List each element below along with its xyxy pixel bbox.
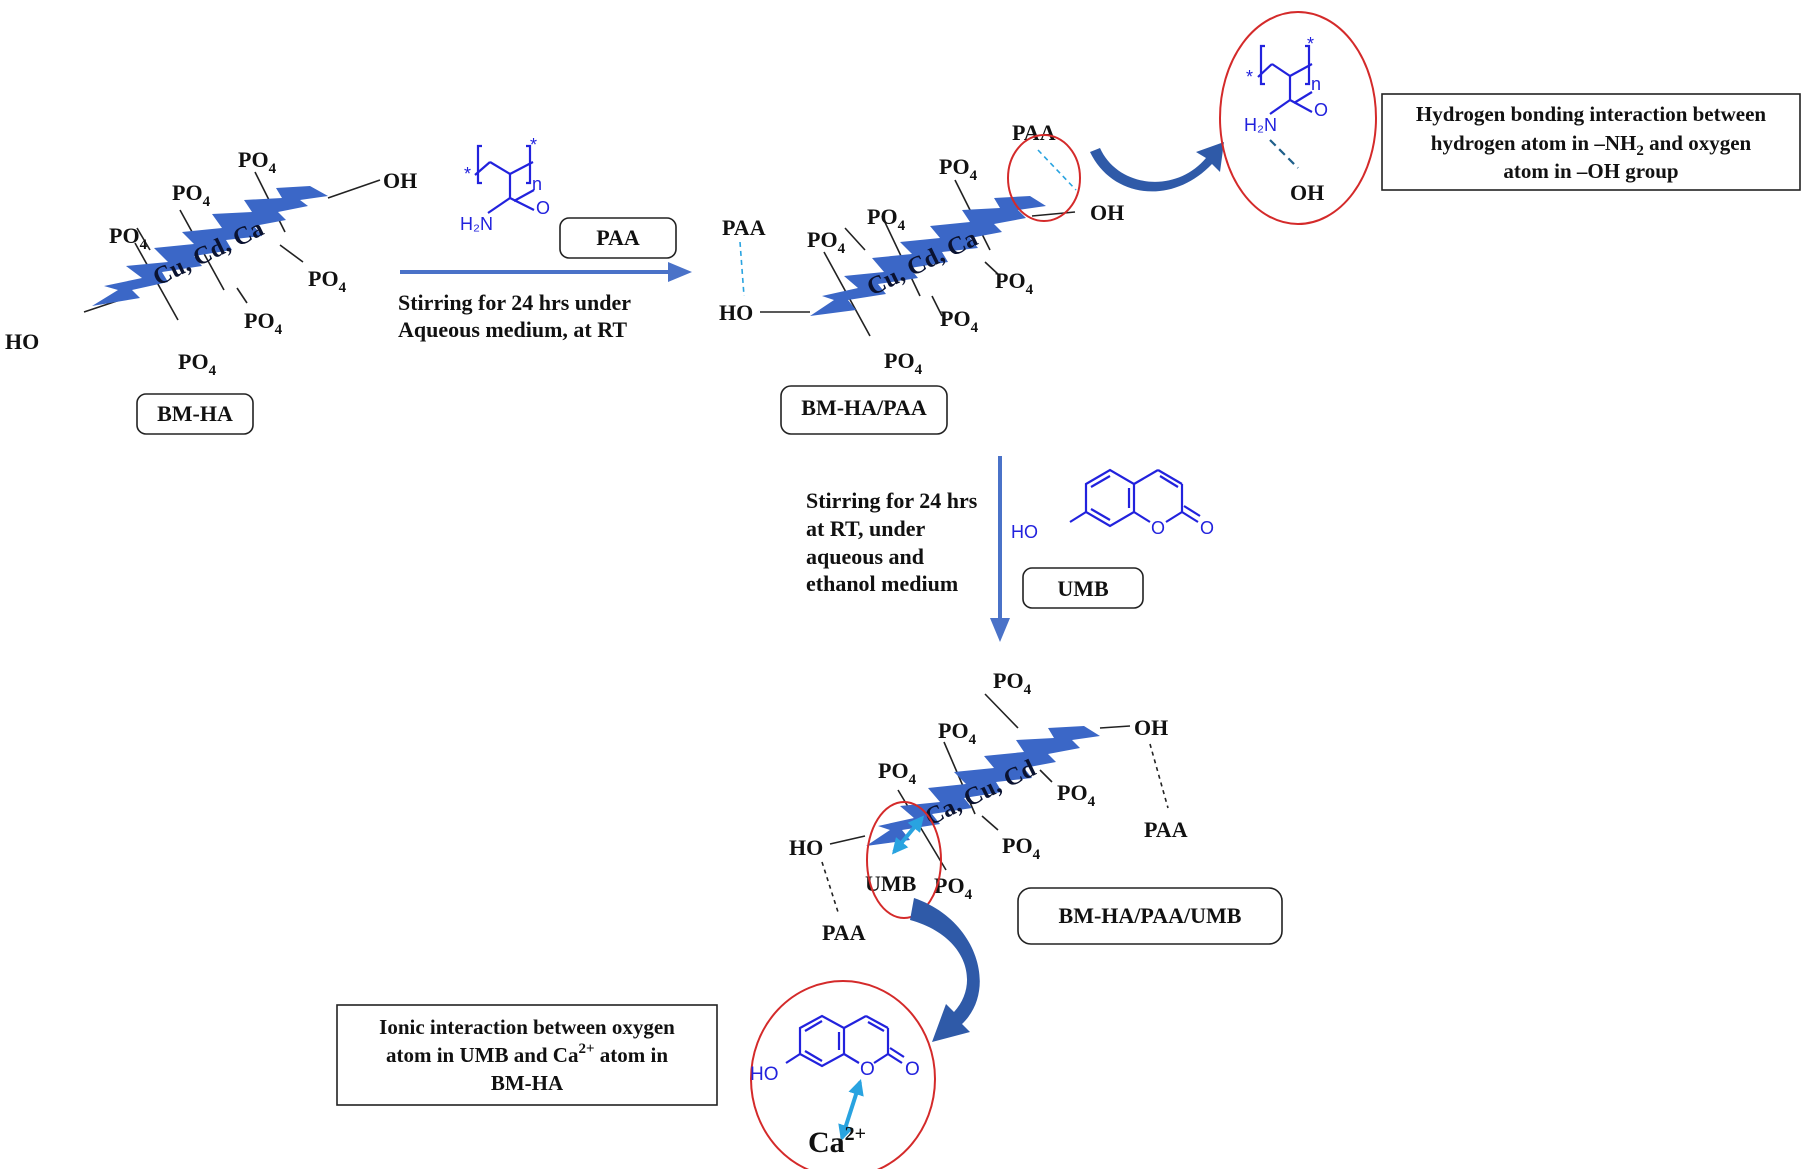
svg-text:*: * xyxy=(464,164,471,184)
step2-line2: at RT, under xyxy=(806,516,925,541)
svg-text:Hydrogen bonding interaction: Hydrogen bonding interaction between xyxy=(1416,102,1767,126)
h-bond-zoom: * * n O H₂N OH xyxy=(1219,11,1377,225)
svg-text:HO: HO xyxy=(1011,522,1038,542)
zoom-circle xyxy=(750,980,936,1169)
svg-text:*: * xyxy=(1307,34,1314,54)
svg-text:O: O xyxy=(905,1059,920,1080)
ionic-note: Ionic interaction between oxygen atom in… xyxy=(336,1004,718,1106)
svg-text:hydrogen atom in –NH2 and oxy: hydrogen atom in –NH2 and oxygen xyxy=(1431,131,1752,159)
po4-label: PO4 xyxy=(244,308,283,338)
svg-text:atom in UMB and Ca2+ atom in: atom in UMB and Ca2+ atom in xyxy=(386,1041,668,1067)
po4-label: PO4 xyxy=(934,873,973,903)
po4-label: PO4 xyxy=(1057,780,1096,810)
svg-text:O: O xyxy=(1151,518,1165,538)
svg-text:O: O xyxy=(1314,100,1328,120)
svg-text:O: O xyxy=(536,198,550,218)
paa-box: PAA xyxy=(559,217,677,259)
step1-line1: Stirring for 24 hrs under xyxy=(398,290,631,315)
po4-label: PO4 xyxy=(867,204,906,234)
po4-label: PO4 xyxy=(807,227,846,257)
curved-arrow-icon xyxy=(1090,142,1224,192)
ho-label: HO xyxy=(789,835,823,860)
paa-label: PAA xyxy=(722,215,766,240)
curved-arrow-icon xyxy=(910,898,980,1042)
umb-box: UMB xyxy=(1022,567,1144,609)
platelet-icon xyxy=(810,196,1046,316)
umb-molecule: O O HO xyxy=(1011,468,1214,542)
po4-label: PO4 xyxy=(178,349,217,379)
bm-ha-label: BM-HA xyxy=(157,401,233,426)
ho-label: HO xyxy=(719,300,753,325)
svg-text:H₂N: H₂N xyxy=(1244,115,1277,135)
svg-text:*: * xyxy=(530,135,537,155)
bm-ha-paa-structure: Cu, Cd, Ca PAA PO4 PO4 PO4 PO4 PO4 PO4 P… xyxy=(719,120,1124,378)
platelet-icon xyxy=(92,186,328,306)
po4-label: PO4 xyxy=(172,180,211,210)
po4-label: PO4 xyxy=(884,348,923,378)
paa-reagent-label: PAA xyxy=(596,225,640,250)
paa-molecule: * * n O H₂N xyxy=(460,135,550,234)
bm-ha-paa-box: BM-HA/PAA xyxy=(780,385,948,435)
bm-ha-paa-umb-label: BM-HA/PAA/UMB xyxy=(1059,903,1242,928)
svg-text:O: O xyxy=(1200,518,1214,538)
bm-ha-paa-label: BM-HA/PAA xyxy=(801,395,927,420)
h-bond-note: Hydrogen bonding interaction between hyd… xyxy=(1381,93,1801,191)
bm-ha-structure: Cu, Cd, Ca PO4 PO4 PO4 PO4 PO4 PO4 OH HO xyxy=(5,147,417,379)
step1-line2: Aqueous medium, at RT xyxy=(398,317,627,342)
svg-text:atom in –OH group: atom in –OH group xyxy=(1503,159,1678,183)
po4-label: PO4 xyxy=(238,147,277,177)
oh-label: OH xyxy=(1090,200,1124,225)
svg-text:OH: OH xyxy=(1290,180,1324,205)
step2-line1: Stirring for 24 hrs xyxy=(806,488,978,513)
po4-label: PO4 xyxy=(109,223,148,253)
ho-label: HO xyxy=(5,329,39,354)
svg-text:*: * xyxy=(1246,67,1253,87)
ionic-zoom: O O HO Ca2+ xyxy=(750,980,936,1169)
paa-label: PAA xyxy=(1012,120,1056,145)
po4-label: PO4 xyxy=(940,306,979,336)
reaction-arrow-2 xyxy=(990,456,1010,642)
po4-label: PO4 xyxy=(995,268,1034,298)
po4-label: PO4 xyxy=(878,758,917,788)
oh-label: OH xyxy=(383,168,417,193)
paa-label: PAA xyxy=(822,920,866,945)
po4-label: PO4 xyxy=(308,266,347,296)
platelet-icon xyxy=(866,726,1100,846)
po4-label: PO4 xyxy=(939,154,978,184)
po4-label: PO4 xyxy=(993,668,1032,698)
svg-text:HO: HO xyxy=(750,1064,779,1085)
svg-text:Ionic interaction between oxyg: Ionic interaction between oxygen xyxy=(379,1015,675,1039)
svg-text:Ca2+: Ca2+ xyxy=(808,1123,866,1159)
highlight-circle xyxy=(866,801,942,919)
po4-label: PO4 xyxy=(938,718,977,748)
reaction-arrow-1 xyxy=(400,262,692,282)
zoom-circle xyxy=(1219,11,1377,225)
po4-label: PO4 xyxy=(1002,833,1041,863)
svg-text:O: O xyxy=(860,1059,875,1080)
svg-text:n: n xyxy=(1311,74,1321,94)
svg-text:H₂N: H₂N xyxy=(460,214,493,234)
highlight-circle xyxy=(1007,134,1081,222)
svg-text:n: n xyxy=(532,174,542,194)
bm-ha-box: BM-HA xyxy=(136,393,254,435)
bm-ha-paa-umb-box: BM-HA/PAA/UMB xyxy=(1017,887,1283,945)
paa-label: PAA xyxy=(1144,817,1188,842)
step2-line4: ethanol medium xyxy=(806,571,958,596)
umb-reagent-label: UMB xyxy=(1057,576,1109,601)
oh-label: OH xyxy=(1134,715,1168,740)
svg-text:BM-HA: BM-HA xyxy=(491,1071,564,1095)
step2-line3: aqueous and xyxy=(806,544,924,569)
